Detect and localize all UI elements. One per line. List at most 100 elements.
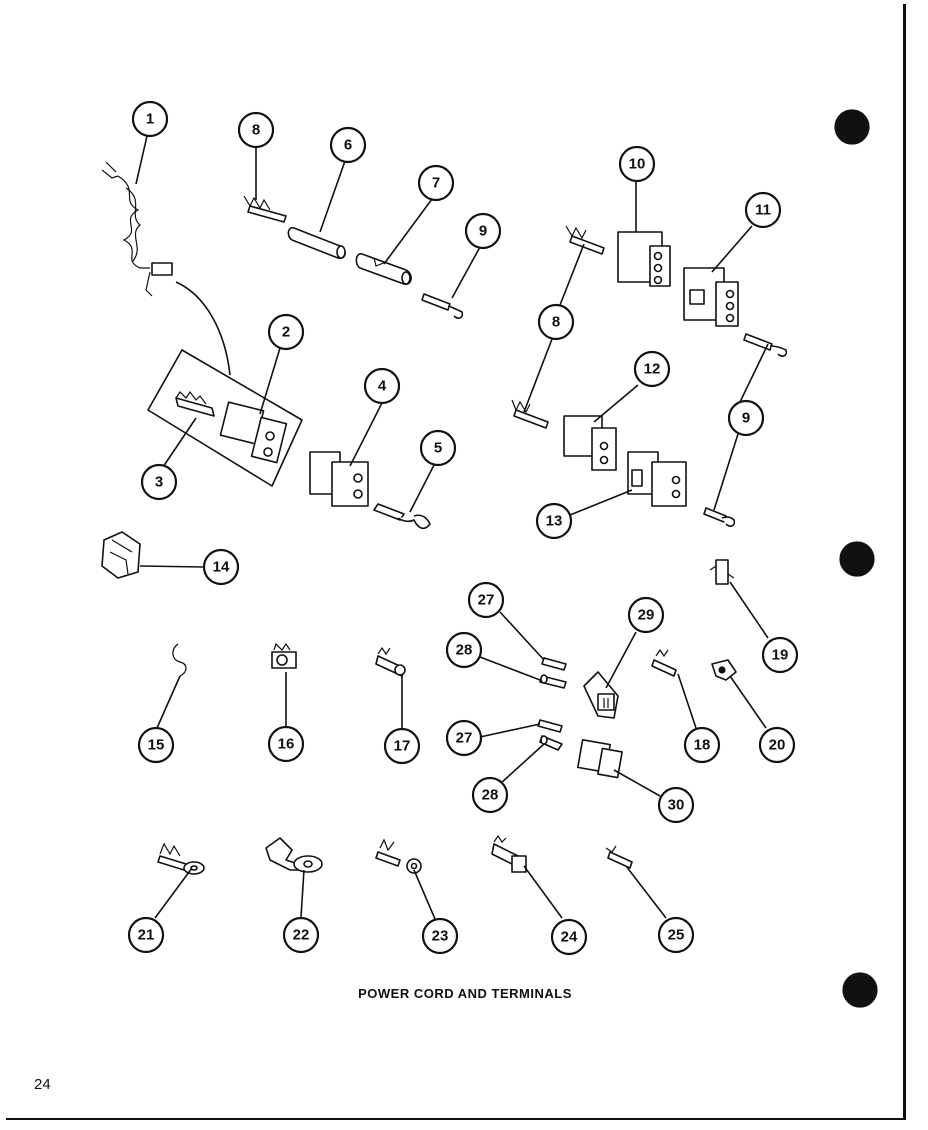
svg-text:28: 28 xyxy=(482,787,499,804)
svg-text:12: 12 xyxy=(644,361,661,378)
callout-28-top: 28 xyxy=(445,631,483,669)
part-power-cord xyxy=(101,161,173,297)
part-ring-terminal-21 xyxy=(157,842,205,875)
callout-12: 12 xyxy=(633,350,671,388)
page-number: 24 xyxy=(34,1076,51,1093)
part-terminal-25 xyxy=(605,845,633,869)
callout-15: 15 xyxy=(137,726,175,764)
callout-19: 19 xyxy=(761,636,799,674)
svg-text:17: 17 xyxy=(394,738,411,755)
svg-text:24: 24 xyxy=(561,929,578,946)
svg-text:1: 1 xyxy=(146,111,154,128)
part-connector-4 xyxy=(309,451,369,507)
callout-10: 10 xyxy=(618,145,656,183)
callout-27-top: 27 xyxy=(467,581,505,619)
binder-hole-middle xyxy=(839,541,875,577)
part-connector-13 xyxy=(627,451,687,507)
part-terminal-9-right-upper xyxy=(743,333,788,357)
svg-text:28: 28 xyxy=(456,642,473,659)
part-hook-15 xyxy=(172,643,187,677)
callout-16: 16 xyxy=(267,725,305,763)
callout-18: 18 xyxy=(683,726,721,764)
callout-3: 3 xyxy=(140,463,178,501)
svg-text:8: 8 xyxy=(552,314,560,331)
callout-4: 4 xyxy=(363,367,401,405)
callout-27-bottom: 27 xyxy=(445,719,483,757)
part-terminal-17 xyxy=(375,646,406,677)
svg-text:7: 7 xyxy=(432,175,440,192)
svg-text:22: 22 xyxy=(293,927,310,944)
svg-text:25: 25 xyxy=(668,927,685,944)
callout-28-bottom: 28 xyxy=(471,776,509,814)
svg-text:6: 6 xyxy=(344,137,352,154)
part-sleeve-7 xyxy=(355,253,412,285)
part-connector-12 xyxy=(563,415,617,471)
callout-1: 1 xyxy=(131,100,169,138)
part-terminal-28-top xyxy=(539,674,567,689)
svg-text:21: 21 xyxy=(138,927,155,944)
callout-23: 23 xyxy=(421,917,459,955)
callout-7: 7 xyxy=(417,164,455,202)
binder-hole-top xyxy=(834,109,870,145)
part-housing-29 xyxy=(583,671,619,719)
svg-text:2: 2 xyxy=(282,324,290,341)
leader-cord-to-kit xyxy=(175,281,231,376)
callout-6: 6 xyxy=(329,126,367,164)
callout-9-right: 9 xyxy=(727,399,765,437)
part-terminal-24 xyxy=(491,834,527,873)
part-housing-30 xyxy=(576,738,623,779)
callout-8-top: 8 xyxy=(237,111,275,149)
callout-14: 14 xyxy=(202,548,240,586)
svg-text:15: 15 xyxy=(148,737,165,754)
part-connector-11 xyxy=(683,267,739,327)
svg-text:20: 20 xyxy=(769,737,786,754)
callout-11: 11 xyxy=(744,191,782,229)
svg-text:27: 27 xyxy=(456,730,473,747)
page-border xyxy=(6,4,906,1120)
part-clip-14 xyxy=(101,531,141,579)
callout-30: 30 xyxy=(657,786,695,824)
svg-text:13: 13 xyxy=(546,513,563,530)
part-sleeve-6 xyxy=(287,226,346,260)
callout-9-top: 9 xyxy=(464,212,502,250)
part-terminal-9-right-lower xyxy=(703,507,736,527)
callout-21: 21 xyxy=(127,916,165,954)
diagram-title: POWER CORD AND TERMINALS xyxy=(358,986,572,1001)
part-terminal-28-bottom xyxy=(539,735,563,751)
svg-text:10: 10 xyxy=(629,156,646,173)
part-terminal-8-right-upper xyxy=(565,225,605,255)
part-terminal-18 xyxy=(651,648,677,677)
svg-text:18: 18 xyxy=(694,737,711,754)
callout-29: 29 xyxy=(627,596,665,634)
part-terminal-5 xyxy=(373,503,431,530)
svg-text:9: 9 xyxy=(742,410,750,427)
part-terminal-16 xyxy=(271,642,297,669)
part-terminal-8-top xyxy=(243,195,287,223)
callout-25: 25 xyxy=(657,916,695,954)
part-ring-terminal-22 xyxy=(265,837,323,873)
part-terminal-9-top xyxy=(421,293,464,319)
part-connector-20 xyxy=(711,659,737,681)
part-connector-10 xyxy=(617,231,671,287)
svg-text:19: 19 xyxy=(772,647,789,664)
callout-5: 5 xyxy=(419,429,457,467)
callout-20: 20 xyxy=(758,726,796,764)
callout-13: 13 xyxy=(535,502,573,540)
binder-holes xyxy=(834,109,878,1008)
part-terminal-27-top xyxy=(541,657,567,671)
svg-text:5: 5 xyxy=(434,440,442,457)
svg-text:8: 8 xyxy=(252,122,260,139)
callout-17: 17 xyxy=(383,727,421,765)
svg-text:16: 16 xyxy=(278,736,295,753)
part-terminal-19 xyxy=(709,559,735,585)
part-terminal-27-bottom xyxy=(537,719,563,733)
callout-2: 2 xyxy=(267,313,305,351)
binder-hole-bottom xyxy=(842,972,878,1008)
svg-text:11: 11 xyxy=(755,202,771,219)
svg-text:3: 3 xyxy=(155,474,163,491)
callout-22: 22 xyxy=(282,916,320,954)
svg-text:23: 23 xyxy=(432,928,449,945)
svg-text:30: 30 xyxy=(668,797,685,814)
